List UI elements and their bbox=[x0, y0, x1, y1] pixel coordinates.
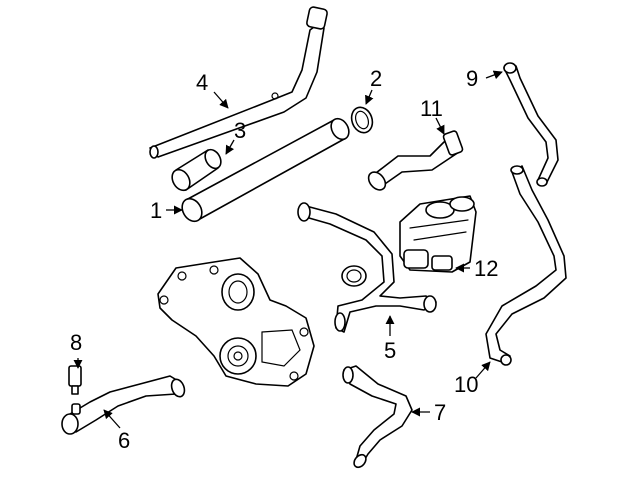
callout-9: 9 bbox=[466, 66, 478, 91]
leader-4 bbox=[213, 91, 229, 109]
leader-3 bbox=[225, 139, 235, 155]
callout-1: 1 bbox=[150, 198, 162, 223]
callout-11: 11 bbox=[420, 96, 443, 121]
leader-lines bbox=[73, 70, 503, 429]
part-10-hose bbox=[485, 165, 567, 366]
callout-6: 6 bbox=[118, 428, 130, 453]
part-5-pipe-assembly bbox=[297, 202, 437, 333]
part-6-lower-hose bbox=[61, 375, 186, 435]
leader-11 bbox=[435, 117, 445, 135]
part-1-hose bbox=[181, 117, 350, 223]
callout-labels: 4 2 3 1 11 9 12 5 8 6 7 10 bbox=[70, 66, 498, 453]
part-12-heater-valve bbox=[399, 195, 477, 273]
part-3-sleeve bbox=[171, 148, 222, 192]
callout-7: 7 bbox=[434, 400, 446, 425]
leader-9 bbox=[485, 70, 503, 80]
callout-12: 12 bbox=[474, 256, 498, 281]
part-11-hose bbox=[367, 130, 464, 191]
part-2-o-ring bbox=[350, 106, 374, 134]
callout-2: 2 bbox=[370, 66, 382, 91]
part-8-sensor bbox=[68, 365, 82, 395]
leader-2 bbox=[365, 89, 374, 105]
callout-4: 4 bbox=[196, 70, 208, 95]
callout-3: 3 bbox=[234, 118, 246, 143]
part-7-hose bbox=[342, 365, 413, 469]
part-9-hose bbox=[503, 62, 559, 187]
callout-10: 10 bbox=[454, 372, 478, 397]
part-4-filler-pipe bbox=[149, 6, 328, 159]
leader-10 bbox=[475, 361, 491, 379]
water-pump bbox=[157, 257, 315, 387]
callout-5: 5 bbox=[384, 338, 396, 363]
callout-8: 8 bbox=[70, 330, 82, 355]
leader-6 bbox=[103, 409, 121, 429]
